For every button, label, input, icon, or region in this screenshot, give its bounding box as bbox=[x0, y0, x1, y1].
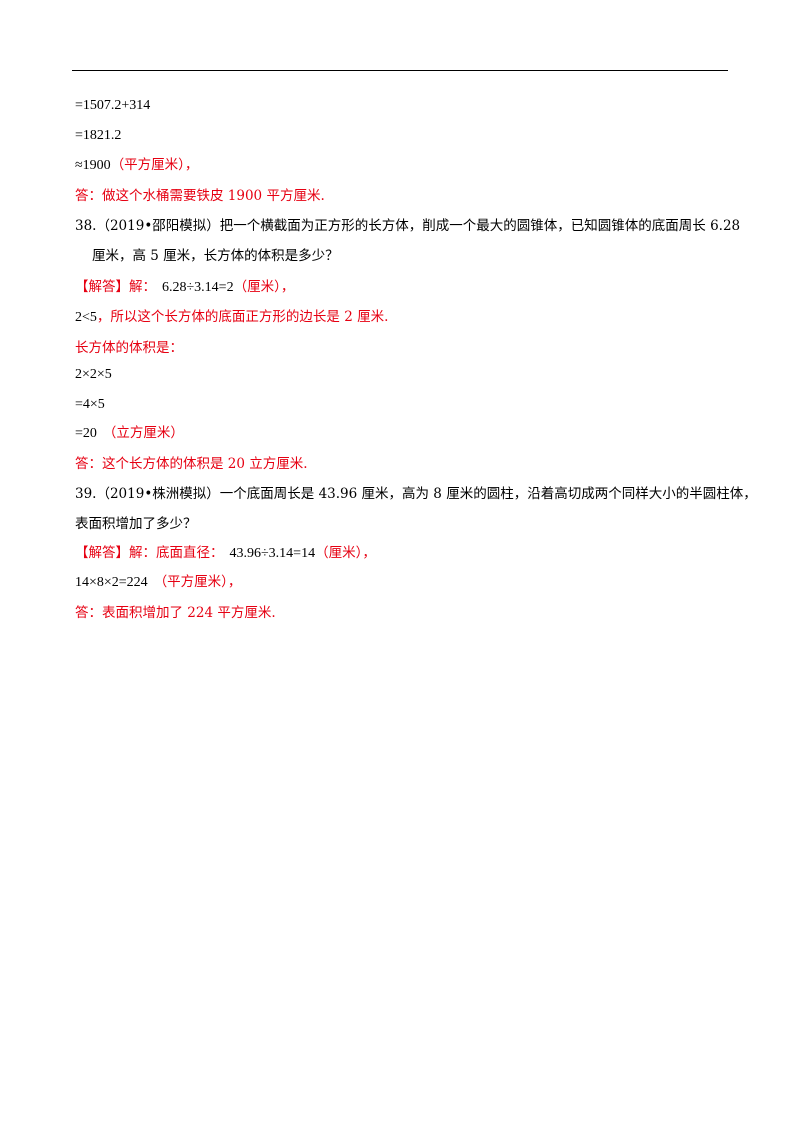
equation-line: 2×2×5 bbox=[75, 365, 112, 384]
math-text: =1821.2 bbox=[75, 128, 122, 143]
solution-label: 【解答】解： bbox=[75, 279, 156, 295]
unit-text: （厘米）， bbox=[315, 545, 376, 561]
answer-line: 答：这个长方体的体积是 20 立方厘米. bbox=[75, 456, 308, 472]
unit-text: （厘米）， bbox=[233, 279, 295, 295]
header-rule bbox=[72, 70, 728, 71]
explanation-text: ，所以这个长方体的底面正方形的边长是 2 厘米. bbox=[96, 309, 389, 325]
math-text: =4×5 bbox=[75, 397, 105, 412]
question-39-line-2: 表面积增加了多少？ bbox=[75, 516, 197, 532]
equation-line: =1821.2 bbox=[75, 126, 121, 145]
math-text: =20 bbox=[75, 426, 97, 441]
unit-text: （平方厘米）， bbox=[153, 574, 242, 590]
equation-line: 14×8×2=224 （平方厘米）， bbox=[75, 573, 241, 592]
solution-line: 【解答】解：底面直径： 43.96÷3.14=14（厘米）， bbox=[75, 544, 376, 563]
equation-line: ≈1900（平方厘米）， bbox=[75, 156, 198, 175]
solution-line: 2<5，所以这个长方体的底面正方形的边长是 2 厘米. bbox=[75, 308, 388, 327]
solution-line: 【解答】解： 6.28÷3.14=2（厘米）， bbox=[75, 278, 294, 297]
solution-line: 长方体的体积是： bbox=[75, 340, 183, 356]
math-text: 2×2×5 bbox=[75, 367, 112, 382]
math-text: 14×8×2=224 bbox=[75, 575, 148, 590]
question-38-line-1: 38.（2019•邵阳模拟）把一个横截面为正方形的长方体，削成一个最大的圆锥体，… bbox=[75, 218, 741, 234]
unit-text: （立方厘米） bbox=[102, 425, 184, 441]
solution-label: 【解答】解：底面直径： bbox=[75, 545, 224, 561]
math-text: =1507.2+314 bbox=[75, 98, 151, 113]
math-text: ≈1900 bbox=[75, 158, 111, 173]
equation-line: =20 （立方厘米） bbox=[75, 424, 184, 443]
equation-line: =1507.2+314 bbox=[75, 96, 150, 115]
unit-text: （平方厘米）， bbox=[110, 157, 199, 173]
math-text: 6.28÷3.14=2 bbox=[162, 280, 234, 295]
question-38-line-2: 厘米，高 5 厘米，长方体的体积是多少？ bbox=[92, 248, 339, 264]
math-text: 2<5 bbox=[75, 310, 97, 325]
question-39-line-1: 39.（2019•株洲模拟）一个底面周长是 43.96 厘米，高为 8 厘米的圆… bbox=[75, 486, 757, 502]
answer-line: 答：做这个水桶需要铁皮 1900 平方厘米. bbox=[75, 188, 325, 204]
answer-line: 答：表面积增加了 224 平方厘米. bbox=[75, 605, 276, 621]
equation-line: =4×5 bbox=[75, 395, 105, 414]
math-text: 43.96÷3.14=14 bbox=[229, 546, 316, 561]
